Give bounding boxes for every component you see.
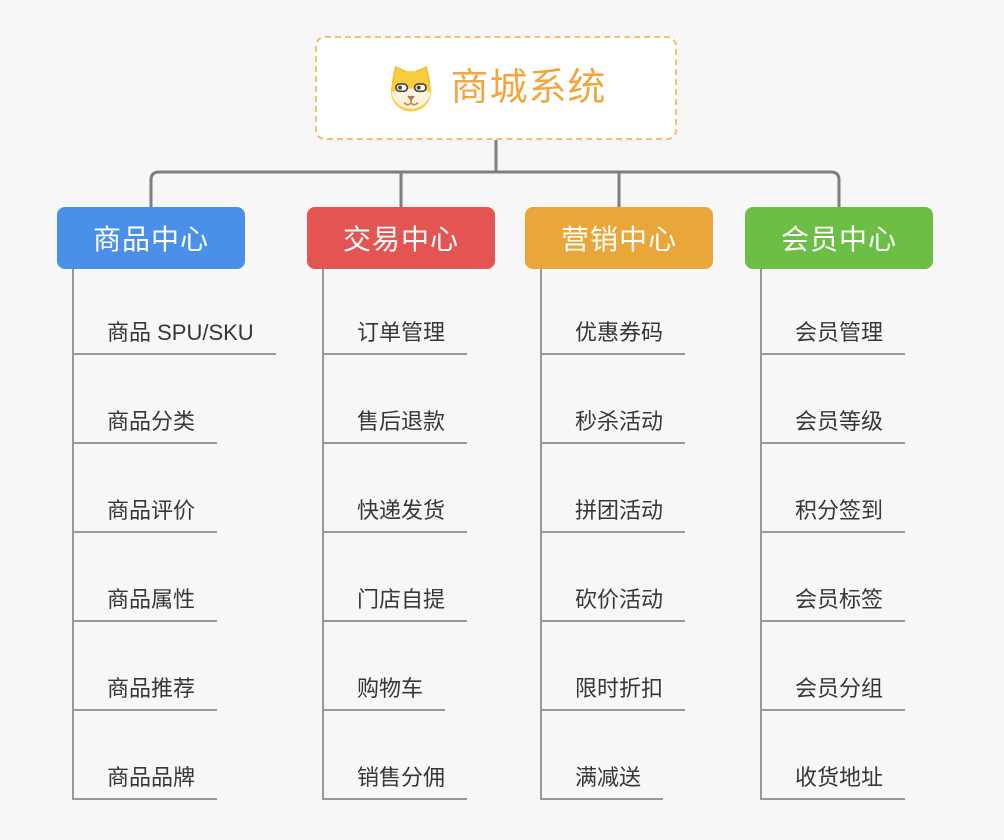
branch-children-trade-center: 订单管理 售后退款 快递发货 门店自提 购物车 销售分佣 xyxy=(323,269,468,800)
leaf-node[interactable]: 销售分佣 xyxy=(323,711,468,800)
branch-drop-line xyxy=(760,269,762,800)
leaf-node-label: 会员分组 xyxy=(761,676,906,711)
leaf-node-label: 购物车 xyxy=(323,676,446,711)
branch-node-member-center[interactable]: 会员中心 xyxy=(745,207,933,269)
leaf-node[interactable]: 售后退款 xyxy=(323,355,468,444)
leaf-node-label: 会员标签 xyxy=(761,587,906,622)
leaf-node-label: 商品属性 xyxy=(73,587,218,622)
leaf-node-label: 商品分类 xyxy=(73,409,218,444)
branch-children-member-center: 会员管理 会员等级 积分签到 会员标签 会员分组 收货地址 xyxy=(761,269,906,800)
doge-icon xyxy=(391,66,432,112)
leaf-node[interactable]: 秒杀活动 xyxy=(541,355,686,444)
leaf-node[interactable]: 会员分组 xyxy=(761,622,906,711)
leaf-node-label: 订单管理 xyxy=(323,320,468,355)
leaf-node[interactable]: 优惠券码 xyxy=(541,269,686,355)
leaf-node[interactable]: 购物车 xyxy=(323,622,446,711)
leaf-node-label: 限时折扣 xyxy=(541,676,686,711)
leaf-node[interactable]: 订单管理 xyxy=(323,269,468,355)
leaf-node[interactable]: 商品评价 xyxy=(73,444,218,533)
root-node[interactable]: 商城系统 xyxy=(315,36,677,140)
leaf-node[interactable]: 商品 SPU/SKU xyxy=(73,269,276,355)
leaf-node-label: 销售分佣 xyxy=(323,765,468,800)
leaf-node[interactable]: 收货地址 xyxy=(761,711,906,800)
leaf-node[interactable]: 满减送 xyxy=(541,711,664,800)
leaf-node-label: 秒杀活动 xyxy=(541,409,686,444)
branch-children-marketing-center: 优惠券码 秒杀活动 拼团活动 砍价活动 限时折扣 满减送 xyxy=(541,269,686,800)
leaf-node-label: 商品 SPU/SKU xyxy=(73,320,276,355)
leaf-node-label: 砍价活动 xyxy=(541,587,686,622)
branch-drop-line xyxy=(322,269,324,800)
leaf-node-label: 满减送 xyxy=(541,765,664,800)
leaf-node-label: 会员管理 xyxy=(761,320,906,355)
branch-node-product-center[interactable]: 商品中心 xyxy=(57,207,245,269)
leaf-node-label: 商品推荐 xyxy=(73,676,218,711)
root-node-title: 商城系统 xyxy=(450,67,607,109)
branch-drop-line xyxy=(540,269,542,800)
leaf-node[interactable]: 会员管理 xyxy=(761,269,906,355)
leaf-node-label: 快递发货 xyxy=(323,498,468,533)
branch-node-marketing-center[interactable]: 营销中心 xyxy=(525,207,713,269)
leaf-node-label: 优惠券码 xyxy=(541,320,686,355)
leaf-node-label: 会员等级 xyxy=(761,409,906,444)
leaf-node[interactable]: 商品推荐 xyxy=(73,622,218,711)
leaf-node[interactable]: 商品分类 xyxy=(73,355,218,444)
leaf-node[interactable]: 商品属性 xyxy=(73,533,218,622)
leaf-node[interactable]: 拼团活动 xyxy=(541,444,686,533)
leaf-node[interactable]: 限时折扣 xyxy=(541,622,686,711)
leaf-node[interactable]: 快递发货 xyxy=(323,444,468,533)
leaf-node[interactable]: 门店自提 xyxy=(323,533,468,622)
leaf-node-label: 商品品牌 xyxy=(73,765,218,800)
leaf-node[interactable]: 会员标签 xyxy=(761,533,906,622)
branch-children-product-center: 商品 SPU/SKU 商品分类 商品评价 商品属性 商品推荐 商品品牌 xyxy=(73,269,276,800)
leaf-node[interactable]: 会员等级 xyxy=(761,355,906,444)
branch-node-trade-center[interactable]: 交易中心 xyxy=(307,207,495,269)
leaf-node[interactable]: 商品品牌 xyxy=(73,711,218,800)
leaf-node-label: 售后退款 xyxy=(323,409,468,444)
leaf-node-label: 收货地址 xyxy=(761,765,906,800)
leaf-node-label: 商品评价 xyxy=(73,498,218,533)
leaf-node[interactable]: 砍价活动 xyxy=(541,533,686,622)
leaf-node[interactable]: 积分签到 xyxy=(761,444,906,533)
leaf-node-label: 拼团活动 xyxy=(541,498,686,533)
branch-drop-line xyxy=(72,269,74,800)
leaf-node-label: 门店自提 xyxy=(323,587,468,622)
leaf-node-label: 积分签到 xyxy=(761,498,906,533)
